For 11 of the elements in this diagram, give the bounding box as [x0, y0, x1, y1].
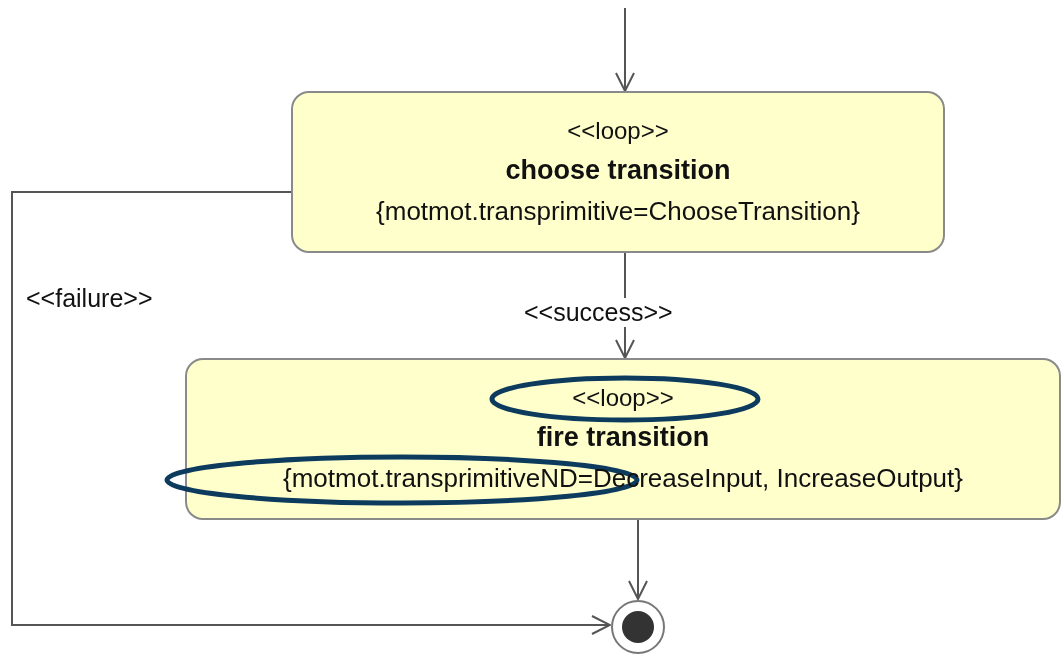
action-name: fire transition [536, 422, 710, 453]
stereotype-label: <<loop>> [572, 384, 674, 412]
stereotype-label: <<loop>> [567, 117, 669, 145]
arrow [628, 519, 648, 600]
tagged-value: {motmot.transprimitive=ChooseTransition} [376, 196, 860, 227]
final-node [610, 599, 666, 655]
action-name: choose transition [505, 155, 731, 186]
arrow [11, 191, 611, 635]
action-box [291, 91, 945, 253]
edge-label: <<success>> [522, 298, 675, 327]
arrow [615, 7, 635, 92]
